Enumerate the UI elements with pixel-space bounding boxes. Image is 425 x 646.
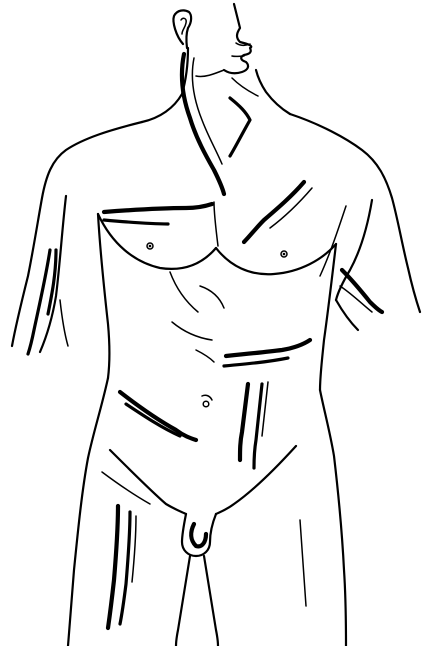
left-hip [68,378,108,646]
rib-line-left [170,272,198,312]
right-hip [320,390,346,646]
right-thigh-line [300,520,306,606]
left-arm-lower [60,300,68,346]
left-flank [98,214,110,378]
inguinal-line-left [102,472,150,504]
neck-right [256,70,290,114]
sternum-line [214,202,218,246]
left-abdominal-incision [120,392,196,440]
chest [98,182,336,274]
navel-shade [202,395,212,400]
right-vertical-incision-2 [254,384,262,468]
ear-inner [181,18,186,34]
upper-abdominal-incision [226,340,310,356]
face-profile [224,4,251,73]
left-shoulder [12,122,142,346]
neck [142,48,290,194]
abdominal-line-1 [200,286,224,308]
neck-fold [230,98,250,156]
right-flank [320,244,336,390]
inner-right-thigh [204,556,218,646]
left-arm-inner [40,196,66,352]
left-arm-mark [28,250,50,354]
ear [173,10,191,48]
right-groin [216,446,296,514]
left-thigh-incision-edge [132,516,136,582]
genital-outline [182,514,216,556]
abdominal-line-3 [196,350,214,362]
genital-incision [191,524,206,546]
inner-left-thigh [176,556,190,646]
left-thigh-incision-2 [120,512,130,624]
left-nipple-center [149,245,152,248]
pelvis-legs [68,378,346,646]
right-arm-lower [336,300,358,330]
abdominal-line-2 [172,322,212,340]
right-chest-incision [244,182,304,242]
left-chest-incision-lower [104,220,168,224]
left-chest-incision [104,204,212,212]
right-vertical-incision [240,384,248,460]
left-thigh-incision [108,506,118,628]
upper-abdominal-incision-edge [224,358,288,366]
right-nipple-center [283,253,286,256]
head [173,4,251,77]
jaw-line [196,70,224,77]
abdomen [98,214,336,468]
left-abdominal-incision-edge [126,404,180,436]
cervical-incision-edge [192,58,222,164]
neck-line-front [232,78,258,96]
left-groin [110,450,186,514]
right-pectoral [216,244,336,274]
navel [203,401,209,407]
